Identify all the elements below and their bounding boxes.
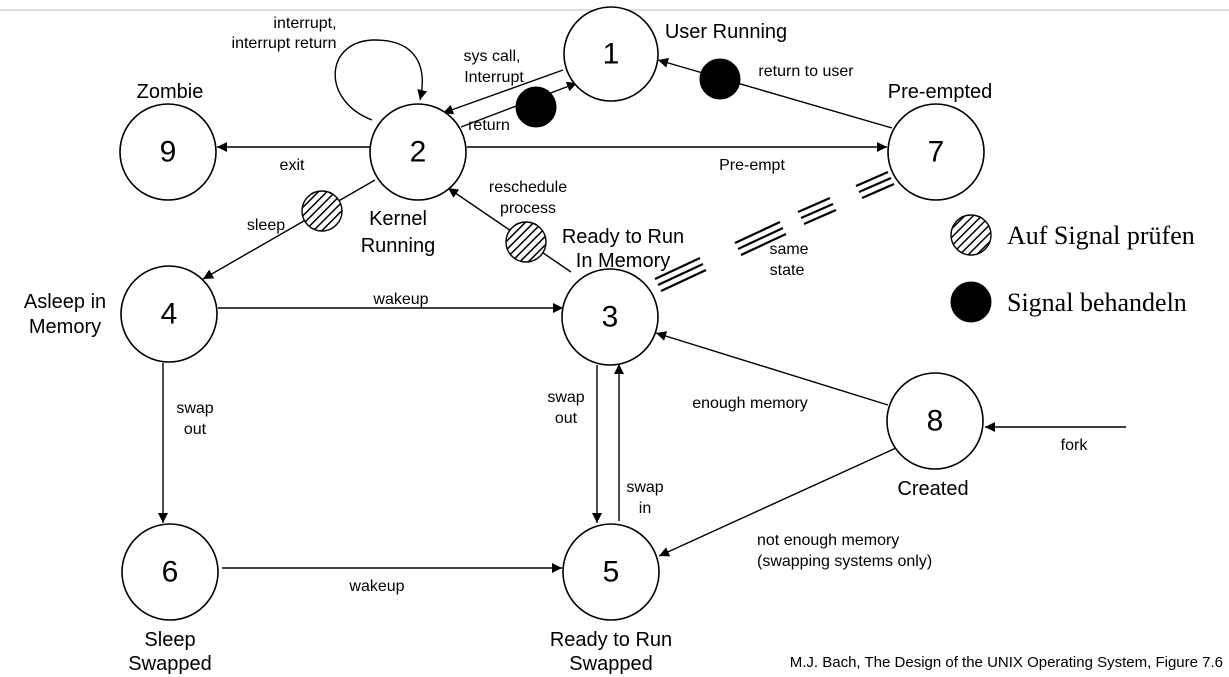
state-7-label: Pre-empted <box>888 81 993 103</box>
same-state-link <box>654 170 895 292</box>
legend-handle-signal-icon <box>950 281 992 323</box>
label-interrupt-line2: interrupt return <box>232 35 337 52</box>
state-5-label-line1: Ready to Run <box>550 629 672 651</box>
label-not-enough-memory-line1: not enough memory <box>757 532 899 549</box>
legend-handle-signal-label: Signal behandeln <box>1007 288 1187 317</box>
edge-8-to-5-not-enough-memory <box>658 447 897 557</box>
label-exit: exit <box>280 157 305 174</box>
state-9: 9 Zombie <box>119 81 217 201</box>
state-2: 2 Kernel Running <box>361 103 467 257</box>
label-not-enough-memory-line2: (swapping systems only) <box>757 553 932 570</box>
label-return: return <box>468 117 510 134</box>
state-3-number: 3 <box>602 301 619 334</box>
state-2-label-line2: Running <box>361 235 436 257</box>
label-sys-call-line2: Interrupt <box>464 69 524 86</box>
label-swap-in-line2: in <box>639 500 651 517</box>
state-1: 1 User Running <box>563 6 787 102</box>
state-8-number: 8 <box>927 405 944 438</box>
label-reschedule-line2: process <box>500 200 556 217</box>
legend-check-signal-icon <box>950 214 992 256</box>
label-wakeup-swapped: wakeup <box>348 578 404 595</box>
signal-check-dot-sleep <box>301 190 343 232</box>
state-9-number: 9 <box>160 136 177 169</box>
label-enough-memory: enough memory <box>692 395 808 412</box>
state-3-label-line1: Ready to Run <box>562 226 684 248</box>
state-6-number: 6 <box>162 556 179 589</box>
state-4-number: 4 <box>161 298 178 331</box>
label-pre-empt: Pre-empt <box>719 157 785 174</box>
label-swap-out-4-line2: out <box>184 421 207 438</box>
state-5-number: 5 <box>603 556 620 589</box>
state-3: 3 Ready to Run In Memory <box>561 226 684 366</box>
edge-2-to-4-sleep <box>202 179 376 280</box>
state-9-label: Zombie <box>137 81 204 103</box>
figure-credit: M.J. Bach, The Design of the UNIX Operat… <box>790 654 1223 671</box>
state-6-label-line2: Swapped <box>128 653 211 675</box>
state-1-label: User Running <box>665 21 787 43</box>
label-sleep: sleep <box>247 217 285 234</box>
label-wakeup-memory: wakeup <box>372 291 428 308</box>
state-7: 7 Pre-empted <box>887 81 993 201</box>
signal-check-dot-reschedule <box>505 221 547 263</box>
state-4-label-line2: Memory <box>29 316 101 338</box>
state-2-number: 2 <box>410 136 427 169</box>
legend-check-signal-label: Auf Signal prüfen <box>1007 221 1195 250</box>
edge-8-to-3-enough-memory <box>655 331 889 406</box>
label-swap-out-3-line1: swap <box>547 389 584 406</box>
state-8-label: Created <box>897 478 968 500</box>
label-fork: fork <box>1061 437 1089 454</box>
label-interrupt-line1: interrupt, <box>273 15 336 32</box>
label-sys-call-line1: sys call, <box>464 48 521 65</box>
label-same-state-line1: same <box>769 241 808 258</box>
state-8: 8 Created <box>886 372 984 500</box>
state-6: 6 Sleep Swapped <box>121 523 219 675</box>
state-2-label-line1: Kernel <box>369 208 427 230</box>
legend: Auf Signal prüfen Signal behandeln <box>950 214 1195 323</box>
state-4-label-line1: Asleep in <box>24 291 106 313</box>
label-swap-out-3-line2: out <box>555 410 578 427</box>
state-3-label-line2: In Memory <box>576 250 670 272</box>
state-1-number: 1 <box>603 38 620 71</box>
label-reschedule-line1: reschedule <box>489 179 567 196</box>
state-5: 5 Ready to Run Swapped <box>550 523 672 675</box>
transitions <box>158 39 1126 573</box>
state-5-label-line2: Swapped <box>569 653 652 675</box>
edge-7-to-1-return-to-user <box>657 57 893 129</box>
label-return-to-user: return to user <box>758 63 854 80</box>
signal-handle-dot-return <box>515 86 557 128</box>
label-same-state-line2: state <box>770 262 805 279</box>
edge-1-to-2-sys-call <box>442 69 564 115</box>
label-swap-in-line1: swap <box>626 479 663 496</box>
edge-2-self-loop <box>334 39 428 121</box>
state-7-number: 7 <box>928 136 945 169</box>
state-6-label-line1: Sleep <box>144 629 195 651</box>
signal-handle-dot-return-to-user <box>699 58 741 100</box>
label-swap-out-4-line1: swap <box>176 400 213 417</box>
state-4: 4 Asleep in Memory <box>24 265 218 363</box>
